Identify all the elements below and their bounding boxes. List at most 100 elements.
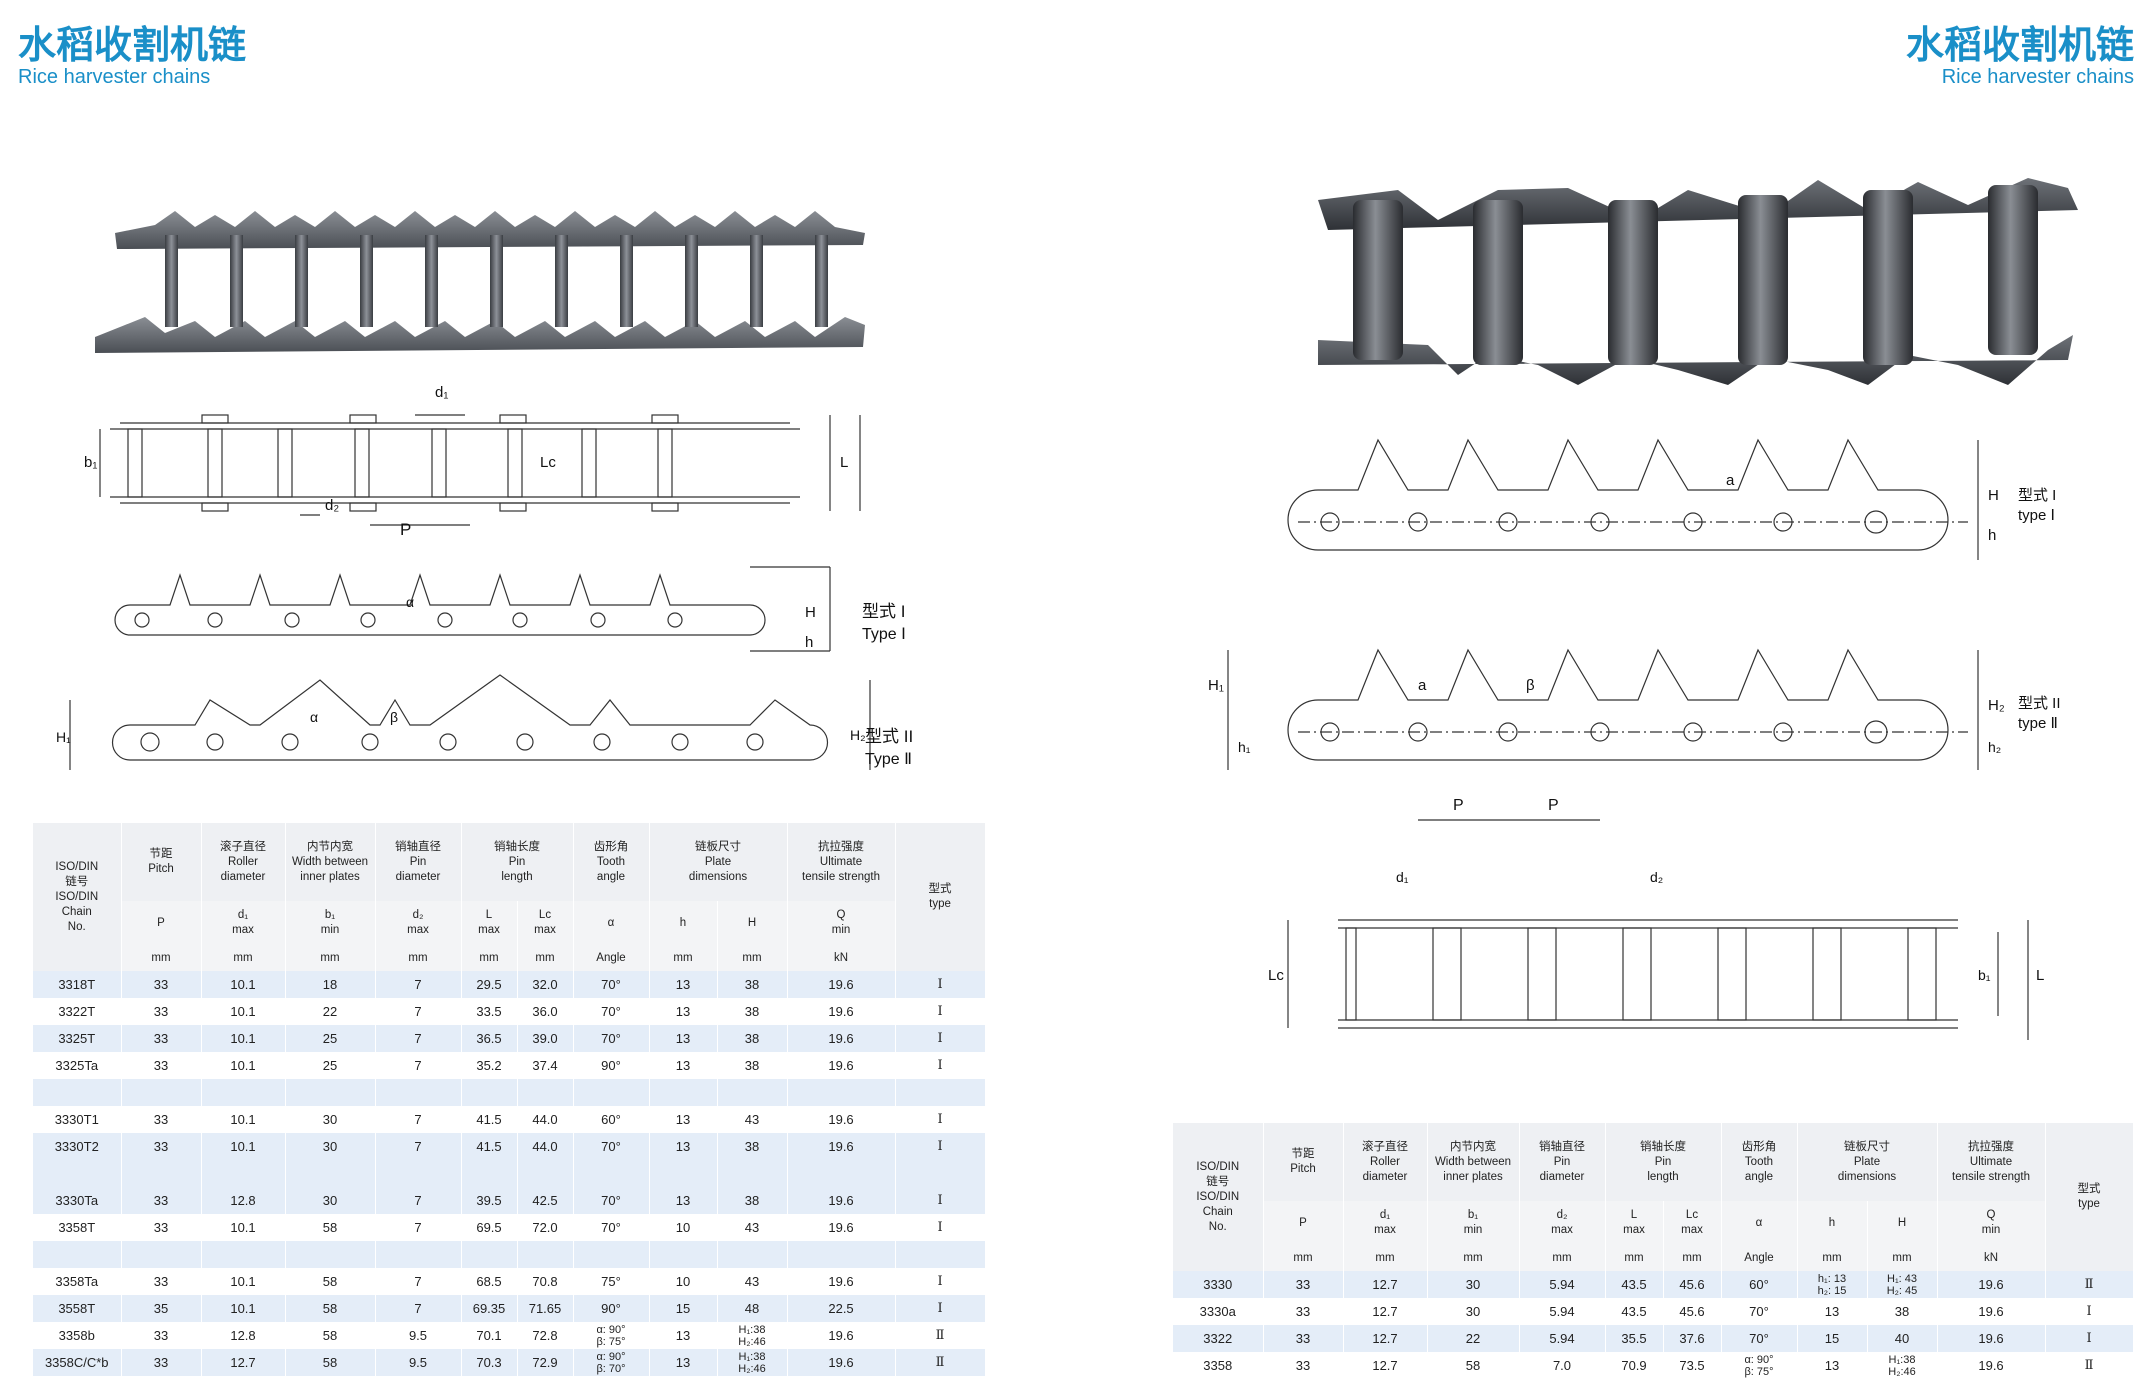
table-cell: 37.4 bbox=[517, 1052, 574, 1079]
table-cell: 13 bbox=[649, 1322, 718, 1349]
dim-h: h bbox=[805, 634, 813, 651]
table-cell: 10.1 bbox=[201, 998, 286, 1025]
header-line: angle bbox=[1744, 1170, 1774, 1183]
type1-drawing-right: a H h 型式 I type Ⅰ bbox=[1287, 438, 2056, 560]
table-cell: 43.5 bbox=[1605, 1271, 1664, 1298]
unit-cell: mm bbox=[649, 945, 718, 971]
table-cell: 13 bbox=[649, 1133, 718, 1160]
header-line: Width between bbox=[1434, 1155, 1512, 1168]
table-cell: 12.7 bbox=[1343, 1325, 1428, 1352]
header-line: tensile strength bbox=[802, 870, 881, 883]
table-cell: 60° bbox=[573, 1106, 650, 1133]
header-line: type bbox=[2078, 1198, 2100, 1210]
symbol-cell: P bbox=[1263, 1201, 1344, 1245]
dim-h-right: h bbox=[1988, 527, 1996, 544]
table-cell: 10.1 bbox=[201, 1133, 286, 1160]
page-title-cn-right: 水稻收割机链 bbox=[1905, 23, 2134, 67]
table-cell: 19.6 bbox=[1937, 1298, 2046, 1325]
table-cell: 19.6 bbox=[1937, 1325, 2046, 1352]
unit-cell: mm bbox=[285, 945, 376, 971]
table-cell: 10.1 bbox=[201, 1268, 286, 1295]
table-cell: 33 bbox=[121, 1268, 202, 1295]
table-cell: 38 bbox=[717, 1133, 788, 1160]
dim-h1-right: h₁ bbox=[1238, 739, 1251, 755]
table-cell: 30 bbox=[285, 1187, 376, 1214]
table-cell: 7 bbox=[375, 971, 462, 998]
header-line: No. bbox=[67, 920, 86, 933]
table-cell bbox=[461, 1160, 518, 1187]
dim-P-right2: P bbox=[1548, 797, 1559, 814]
table-cell: Ⅰ bbox=[895, 1295, 986, 1322]
symbol-cell: h bbox=[649, 901, 718, 945]
table-cell bbox=[573, 1241, 650, 1268]
dim-beta: β bbox=[390, 709, 398, 725]
table-cell bbox=[33, 1079, 122, 1106]
table-cell: α: 90°β: 70° bbox=[573, 1349, 650, 1376]
table-cell: 25 bbox=[285, 1025, 376, 1052]
table-cell: 38 bbox=[717, 1025, 788, 1052]
table-cell bbox=[517, 1079, 574, 1106]
table-cell: 12.8 bbox=[201, 1187, 286, 1214]
table-cell: 3358C/C*b bbox=[33, 1349, 122, 1376]
table-cell: 12.8 bbox=[201, 1322, 286, 1349]
header-line: Width between bbox=[291, 855, 369, 868]
dim-alpha2: α bbox=[310, 709, 318, 725]
table-cell: 3322 bbox=[1173, 1325, 1264, 1352]
table-cell: Ⅰ bbox=[895, 1214, 986, 1241]
table-row bbox=[33, 1079, 986, 1106]
table-cell: 75° bbox=[573, 1268, 650, 1295]
table-cell: Ⅰ bbox=[895, 1187, 986, 1214]
table-cell: 33 bbox=[121, 1133, 202, 1160]
header-line: 齿形角 bbox=[1741, 1140, 1777, 1153]
dim-Lc: Lc bbox=[540, 454, 556, 471]
table-cell: 30 bbox=[285, 1133, 376, 1160]
unit-cell: Angle bbox=[1721, 1245, 1798, 1271]
header-line: Pin bbox=[409, 855, 427, 868]
table-cell: 36.0 bbox=[517, 998, 574, 1025]
table-cell: 15 bbox=[649, 1295, 718, 1322]
dim-b1-right: b₁ bbox=[1978, 967, 1991, 983]
table-cell: 3325T bbox=[33, 1025, 122, 1052]
table-cell: 13 bbox=[649, 1187, 718, 1214]
table-cell: 33 bbox=[1263, 1352, 1344, 1379]
table-cell bbox=[517, 1160, 574, 1187]
header-line: Ultimate bbox=[1969, 1155, 2013, 1168]
table-cell bbox=[285, 1160, 376, 1187]
dim-P-right1: P bbox=[1453, 797, 1464, 814]
table-cell: 41.5 bbox=[461, 1133, 518, 1160]
dim-L-right: L bbox=[2036, 967, 2044, 984]
header-line: Roller bbox=[227, 855, 259, 868]
table-cell: 10 bbox=[649, 1268, 718, 1295]
header-line: Tooth bbox=[1744, 1155, 1774, 1168]
table-cell: 38 bbox=[1867, 1298, 1938, 1325]
table-cell bbox=[375, 1160, 462, 1187]
table-cell: 7 bbox=[375, 1268, 462, 1295]
table-cell bbox=[573, 1079, 650, 1106]
table-cell: 33 bbox=[121, 1322, 202, 1349]
dim-H1-right: H₁ bbox=[1208, 677, 1224, 694]
table-cell: 70° bbox=[573, 1214, 650, 1241]
table-cell bbox=[717, 1241, 788, 1268]
dim-H-right: H bbox=[1988, 487, 1999, 504]
table-cell: 19.6 bbox=[1937, 1352, 2046, 1379]
table-cell: 25 bbox=[285, 1052, 376, 1079]
table-cell bbox=[787, 1079, 896, 1106]
table-cell: 22 bbox=[285, 998, 376, 1025]
